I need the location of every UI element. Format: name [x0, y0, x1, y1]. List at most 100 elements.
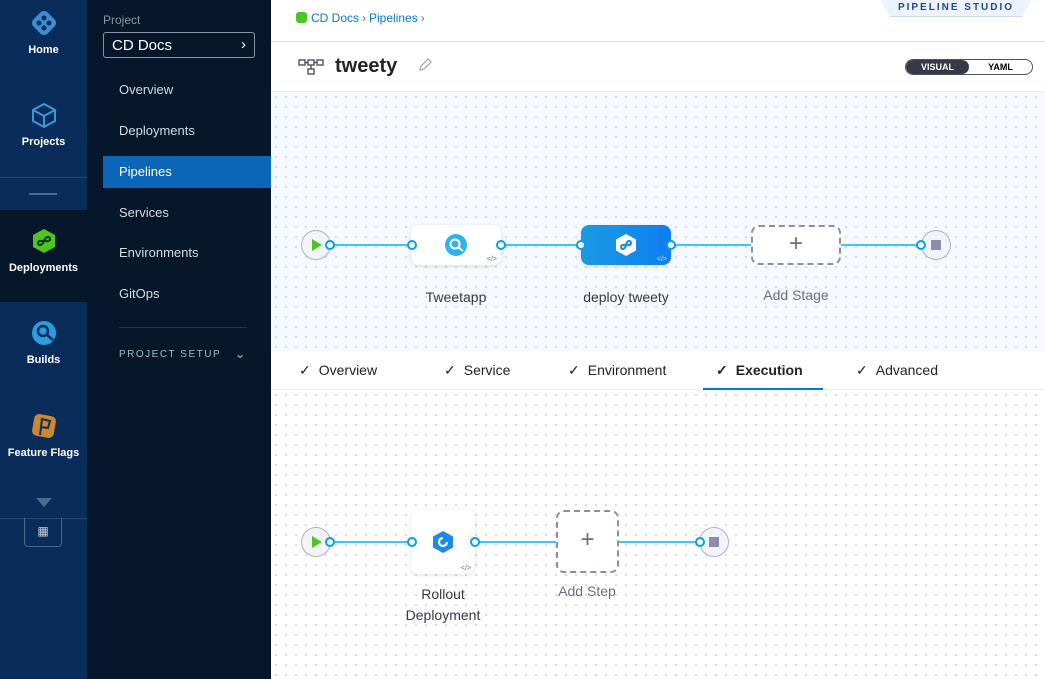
play-icon — [312, 536, 322, 548]
add-stage-button[interactable]: + — [751, 225, 841, 265]
rail-item-feature-flags[interactable]: Feature Flags — [0, 411, 87, 459]
harness-home-icon — [31, 10, 56, 36]
visual-yaml-toggle[interactable]: VISUAL YAML — [905, 59, 1033, 75]
cd-icon — [32, 229, 55, 253]
sidebar-item-overview[interactable]: Overview — [119, 82, 174, 97]
cd-icon — [616, 234, 636, 256]
play-icon — [312, 239, 322, 251]
divider — [0, 177, 87, 178]
check-icon: ✓ — [299, 362, 311, 378]
port — [496, 240, 506, 250]
pipeline-name: tweety — [335, 55, 398, 77]
pipeline-icon — [298, 59, 324, 75]
pipeline-studio-badge: PIPELINE STUDIO — [881, 0, 1031, 17]
chevron-right-icon: › — [241, 36, 246, 53]
section-label: PROJECT SETUP — [119, 349, 222, 360]
sidebar-item-deployments[interactable]: Deployments — [119, 123, 195, 138]
tab-label: Environment — [587, 362, 667, 378]
chevron-right-icon: › — [362, 11, 367, 25]
add-step-label: Add Step — [558, 583, 616, 599]
stop-icon — [931, 240, 941, 250]
sidebar-item-pipelines[interactable]: Pipelines — [103, 156, 271, 188]
connector — [329, 541, 413, 543]
stage-tabs: ✓ Overview ✓ Service ✓ Environment ✓ Executi… — [271, 352, 1045, 390]
rail-item-projects[interactable]: Projects — [0, 100, 87, 148]
stage-label: deploy tweety — [583, 289, 669, 305]
ci-icon — [31, 321, 56, 345]
breadcrumb-project[interactable]: CD Docs — [311, 11, 360, 25]
add-stage-label: Add Stage — [763, 287, 829, 303]
sidebar-item-services[interactable]: Services — [119, 205, 169, 220]
port — [407, 240, 417, 250]
step-label: Rollout Deployment — [405, 586, 481, 623]
code-icon: </> — [656, 256, 667, 263]
port — [916, 240, 926, 250]
more-down-icon[interactable] — [36, 498, 52, 507]
rail-label: Feature Flags — [7, 447, 80, 459]
connector — [671, 244, 751, 246]
port — [695, 537, 705, 547]
rail-label: Builds — [26, 354, 61, 366]
rail-label: Projects — [21, 136, 66, 148]
tab-overview[interactable]: ✓ Overview — [299, 362, 377, 379]
add-step-button[interactable]: + — [556, 510, 619, 573]
tab-label: Advanced — [875, 362, 939, 378]
cube-icon — [31, 102, 56, 129]
rail-item-builds[interactable]: Builds — [0, 318, 87, 366]
stage-label: Tweetapp — [425, 289, 487, 305]
tab-label: Overview — [318, 362, 378, 378]
check-icon: ✓ — [444, 362, 456, 378]
rail-active-bg — [0, 210, 87, 302]
stage-node-tweetapp[interactable]: </> — [411, 225, 501, 265]
divider — [29, 193, 57, 195]
tab-execution[interactable]: ✓ Execution — [716, 362, 803, 379]
tab-service[interactable]: ✓ Service — [444, 362, 510, 379]
apps-grid-icon[interactable]: ▦ — [24, 518, 62, 547]
nav-rail: Home Projects Deployments Builds Feature… — [0, 0, 87, 679]
chevron-right-icon: › — [420, 11, 425, 25]
check-icon: ✓ — [856, 362, 868, 378]
breadcrumb: CD Docs›Pipelines› — [296, 11, 428, 25]
header: CD Docs›Pipelines› PIPELINE STUDIO — [271, 0, 1045, 42]
connector — [475, 541, 557, 543]
stop-icon — [709, 537, 719, 547]
tab-label: Execution — [735, 362, 803, 378]
port — [407, 537, 417, 547]
tab-environment[interactable]: ✓ Environment — [568, 362, 666, 379]
tab-advanced[interactable]: ✓ Advanced — [856, 362, 938, 379]
connector — [501, 244, 581, 246]
stage-canvas: </> </> + Tweetapp deploy tweety Add Sta… — [271, 92, 1045, 352]
sidebar-item-environments[interactable]: Environments — [119, 245, 199, 260]
yaml-tab[interactable]: YAML — [988, 62, 1013, 72]
tab-label: Service — [463, 362, 511, 378]
port — [470, 537, 480, 547]
rail-label: Deployments — [8, 262, 79, 274]
project-name: CD Docs — [112, 37, 173, 54]
port — [325, 537, 335, 547]
stage-node-deploy-tweety[interactable]: </> — [581, 225, 671, 265]
ci-icon — [445, 234, 467, 256]
project-selector[interactable]: CD Docs › — [103, 32, 255, 58]
port — [576, 240, 586, 250]
execution-canvas: </> + Rollout Deployment Add Step — [271, 390, 1045, 679]
port — [325, 240, 335, 250]
active-tab-indicator — [703, 388, 823, 390]
check-icon: ✓ — [716, 362, 728, 378]
flag-icon — [31, 414, 56, 438]
cd-icon — [296, 12, 307, 23]
pipeline-title-bar: tweety VISUAL YAML — [271, 42, 1045, 92]
edit-pencil-icon[interactable] — [417, 57, 433, 73]
connector — [619, 541, 701, 543]
connector — [329, 244, 413, 246]
check-icon: ✓ — [568, 362, 580, 378]
step-node-rollout-deployment[interactable]: </> — [411, 510, 475, 574]
breadcrumb-pipelines[interactable]: Pipelines — [369, 11, 418, 25]
code-icon: </> — [486, 256, 497, 263]
project-label: Project — [103, 13, 141, 27]
pipeline-start — [301, 230, 331, 260]
rail-item-deployments[interactable]: Deployments — [0, 226, 87, 274]
visual-tab[interactable]: VISUAL — [906, 60, 969, 74]
project-setup-toggle[interactable]: PROJECT SETUP⌄ — [119, 346, 247, 361]
sidebar-item-gitops[interactable]: GitOps — [119, 286, 160, 301]
rail-item-home[interactable]: Home — [0, 8, 87, 56]
